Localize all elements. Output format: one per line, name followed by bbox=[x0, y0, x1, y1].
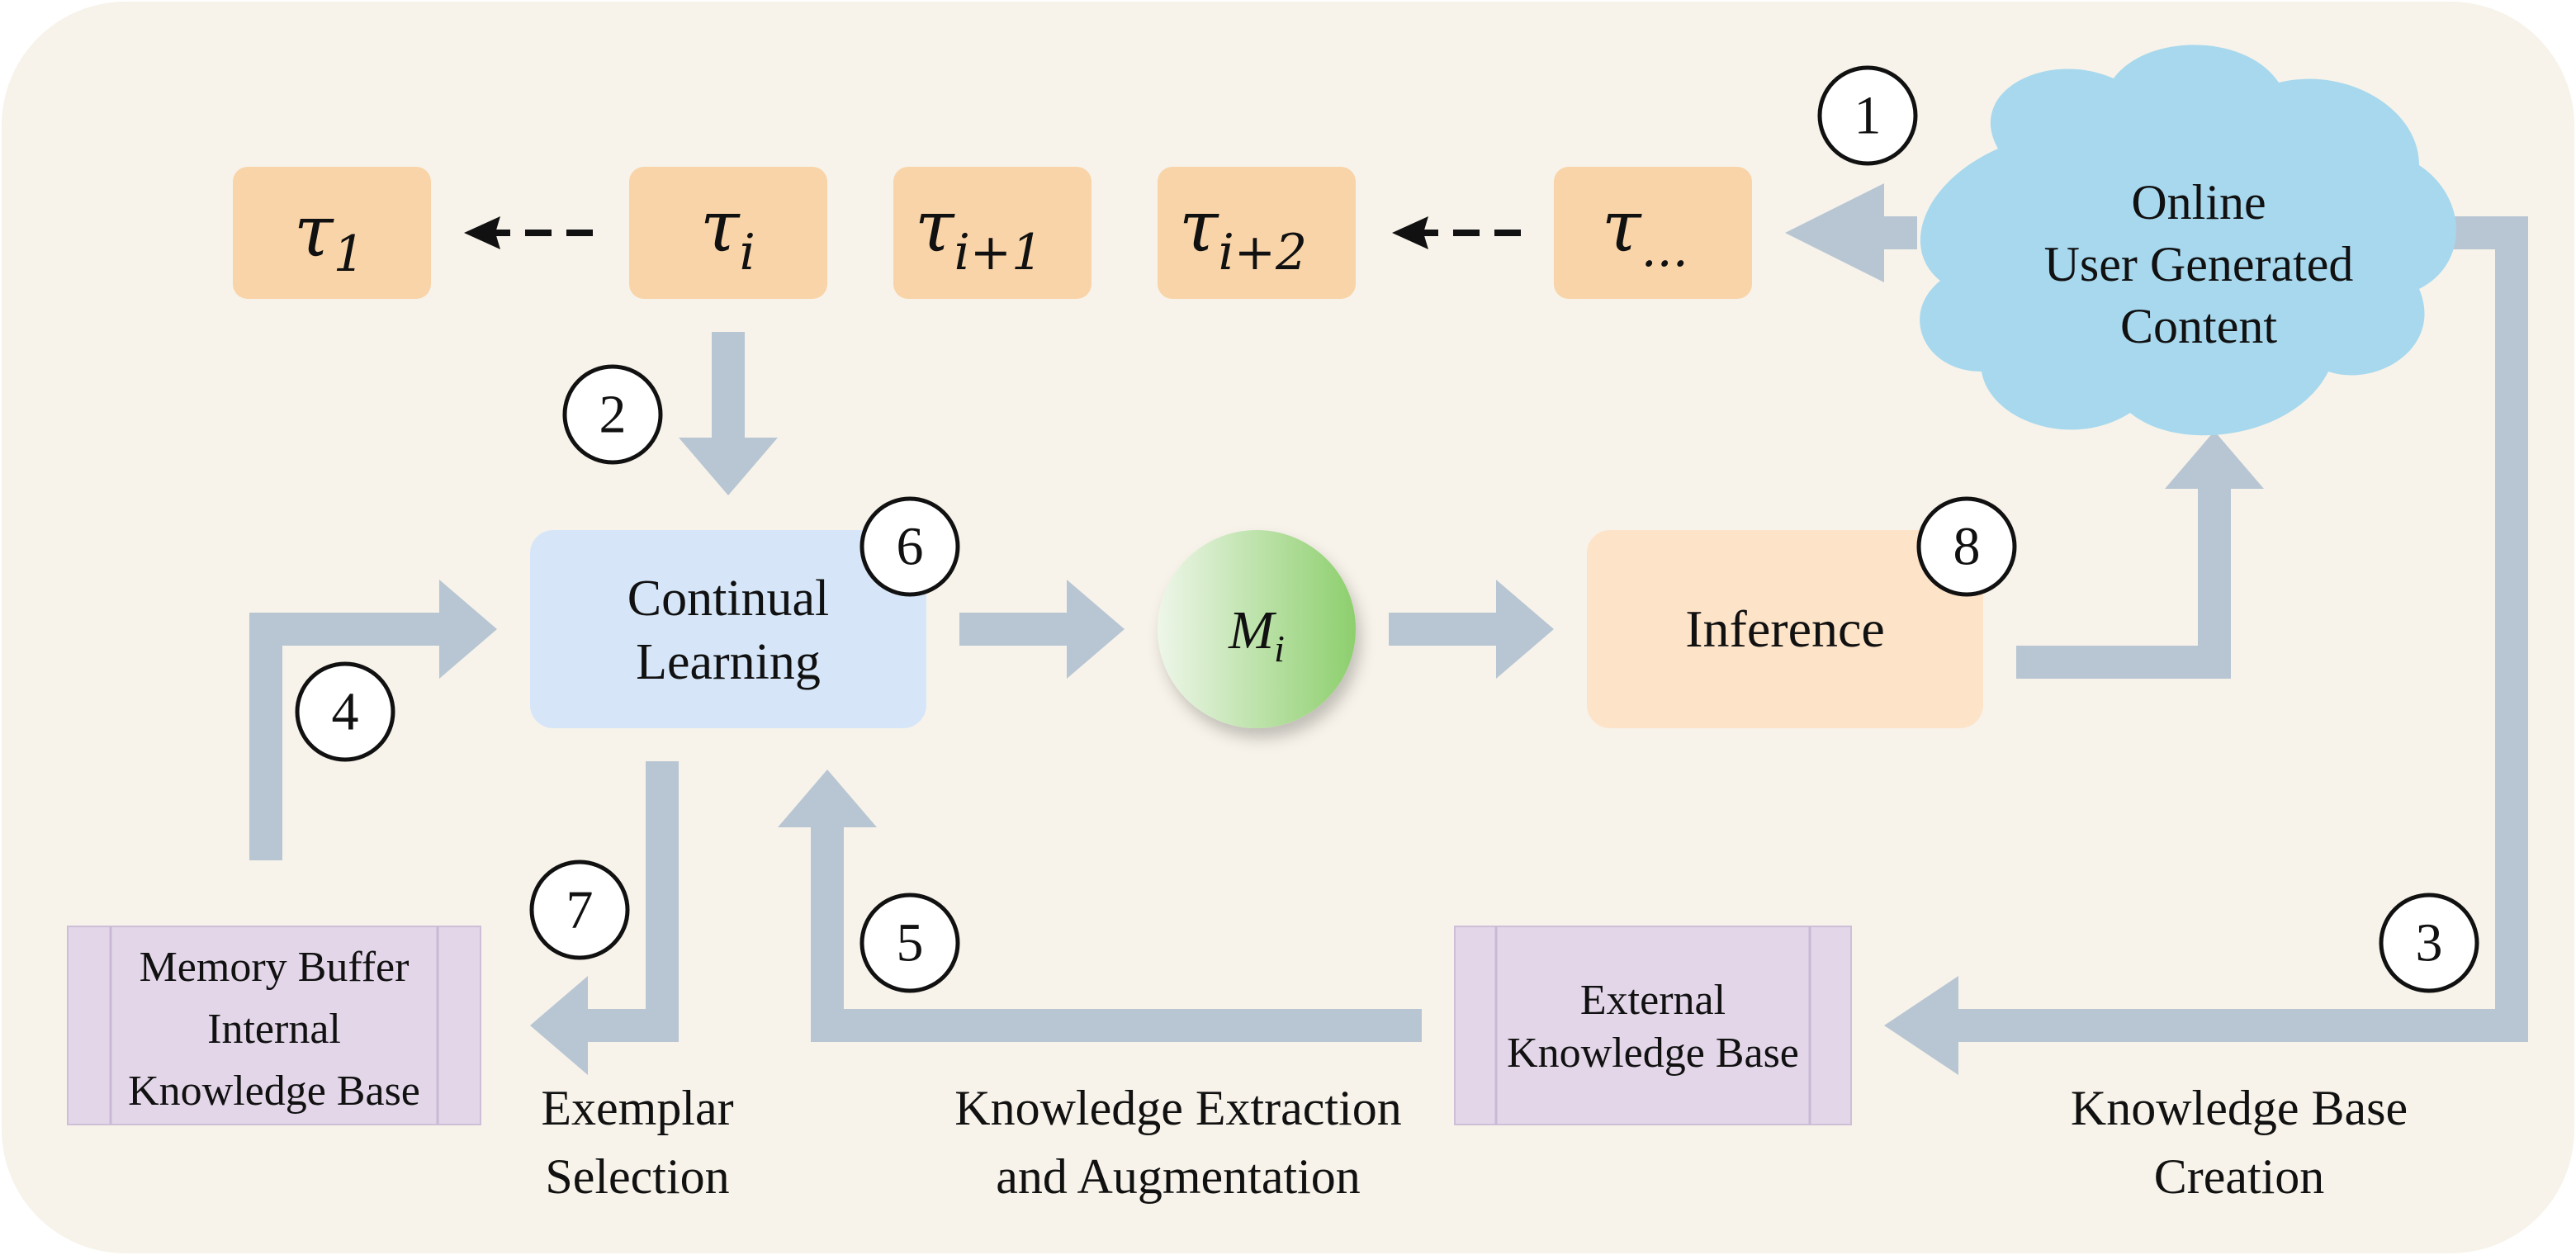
arrow-cloud-to-tasks bbox=[1785, 183, 1917, 282]
cloud-user-generated-content: Online User Generated Content bbox=[1920, 45, 2456, 436]
svg-text:3: 3 bbox=[2416, 913, 2443, 973]
task-box-i: τi bbox=[629, 167, 827, 299]
continual-learning-line1: Continual bbox=[627, 571, 830, 627]
cloud-label-line1: Online bbox=[2131, 175, 2266, 230]
task-box-1-label: τ1 bbox=[294, 191, 365, 283]
step-marker-8: 8 bbox=[1916, 496, 2017, 597]
arrows bbox=[249, 183, 2528, 1075]
task-box-i-plus-1: τi+1 bbox=[893, 167, 1091, 299]
model-label: Mi bbox=[1228, 600, 1285, 670]
task-box-i-plus-2: τi+2 bbox=[1158, 167, 1356, 299]
caption-creation-line2: Creation bbox=[2154, 1149, 2325, 1204]
svg-text:8: 8 bbox=[1953, 517, 1981, 577]
memory-buffer-line1: Memory Buffer bbox=[140, 944, 410, 991]
arrow-inference-to-cloud bbox=[2016, 431, 2264, 679]
external-knowledge-base-box: External Knowledge Base bbox=[1454, 926, 1852, 1125]
dashed-arrows bbox=[464, 216, 1521, 249]
caption-exemplar-line1: Exemplar bbox=[541, 1081, 733, 1135]
step-marker-3: 3 bbox=[2379, 893, 2479, 993]
external-kb-line2: Knowledge Base bbox=[1507, 1030, 1799, 1077]
continual-learning-line2: Learning bbox=[636, 634, 821, 690]
cloud-shape bbox=[1920, 45, 2456, 436]
memory-buffer-box: Memory Buffer Internal Knowledge Base bbox=[67, 926, 481, 1125]
step-marker-2: 2 bbox=[562, 364, 663, 465]
memory-buffer-line2: Internal bbox=[207, 1006, 341, 1053]
task-box-i-label: τi bbox=[700, 186, 755, 282]
task-sequence: τ1 τi τi+1 τi+2 τ... bbox=[233, 167, 1752, 299]
arrow-model-to-inference bbox=[1389, 580, 1554, 679]
svg-text:2: 2 bbox=[599, 385, 627, 445]
caption-exemplar-line2: Selection bbox=[545, 1149, 729, 1204]
dashed-arrow-left-head bbox=[464, 216, 500, 249]
arrow-learning-to-model bbox=[959, 580, 1125, 679]
task-box-1: τ1 bbox=[233, 167, 431, 299]
external-kb-line1: External bbox=[1580, 977, 1726, 1024]
svg-text:6: 6 bbox=[897, 517, 924, 577]
arrow-cloud-to-external-kb bbox=[1884, 216, 2528, 1075]
arrow-memory-to-learning bbox=[249, 580, 497, 860]
svg-text:7: 7 bbox=[566, 880, 594, 940]
step-marker-1: 1 bbox=[1817, 65, 1918, 166]
arrow-task-to-learning bbox=[679, 332, 778, 495]
captions: Exemplar Selection Knowledge Extraction … bbox=[541, 1081, 2408, 1204]
dashed-arrow-right-head bbox=[1392, 216, 1428, 249]
caption-creation-line1: Knowledge Base bbox=[2071, 1081, 2408, 1135]
memory-buffer-line3: Knowledge Base bbox=[128, 1068, 420, 1115]
step-marker-5: 5 bbox=[859, 893, 960, 993]
cloud-label-line2: User Generated bbox=[2044, 237, 2354, 291]
svg-text:1: 1 bbox=[1854, 86, 1882, 146]
step-marker-4: 4 bbox=[295, 661, 395, 762]
arrow-external-kb-to-learning bbox=[778, 770, 1422, 1042]
continual-learning-box: Continual Learning bbox=[530, 530, 926, 728]
step-markers: 1 2 3 4 5 6 7 8 bbox=[295, 65, 2479, 993]
caption-extraction-line1: Knowledge Extraction bbox=[954, 1081, 1402, 1135]
task-box-i-plus-1-label: τi+1 bbox=[915, 186, 1043, 282]
task-box-more: τ... bbox=[1554, 167, 1752, 299]
cloud-label-line3: Content bbox=[2120, 299, 2277, 353]
arrow-learning-to-memory bbox=[530, 761, 679, 1075]
task-box-more-label: τ... bbox=[1602, 186, 1688, 278]
step-marker-6: 6 bbox=[859, 496, 960, 597]
step-marker-7: 7 bbox=[529, 860, 630, 960]
caption-extraction-line2: and Augmentation bbox=[996, 1149, 1361, 1204]
svg-text:5: 5 bbox=[897, 913, 924, 973]
svg-text:4: 4 bbox=[332, 682, 359, 742]
inference-box: Inference bbox=[1587, 530, 1983, 728]
inference-label: Inference bbox=[1685, 599, 1885, 658]
model-node: Mi bbox=[1158, 530, 1356, 728]
task-box-i-plus-2-label: τi+2 bbox=[1179, 186, 1307, 282]
